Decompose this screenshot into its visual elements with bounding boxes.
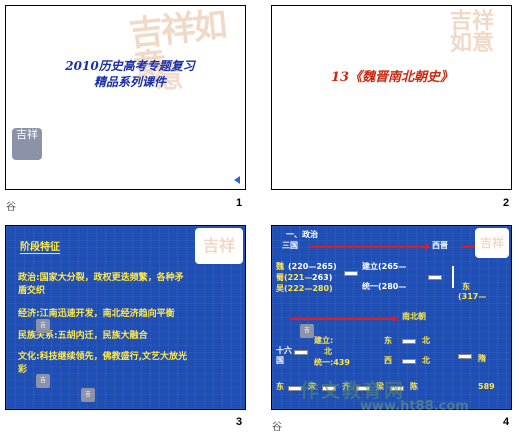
slide-thumbnail-4[interactable]: 一、政治 三国 西晋 吉祥 魏 (220—265) 蜀(221— 263) 吴(… [271,225,512,410]
section-heading: 一、政治 [286,230,318,239]
slide-transition-icon[interactable]: 谷 [6,202,16,213]
text-line: 民族关系:五胡内迁，民族大融合 [18,331,148,341]
label: 三国 [282,241,298,250]
arrow-icon [390,386,404,391]
label: 建立(265— [362,262,407,271]
label: 北 [422,356,430,365]
slide-heading: 阶段特征 [20,238,60,254]
arrow-icon [458,354,472,359]
slide-thumbnail-3[interactable]: 吉祥 阶段特征 政治:国家大分裂，政权更迭频繁，各种矛 盾交织 经济:江南迅速开… [5,225,246,410]
slide-number: 2 [503,197,510,209]
seal-icon: 吉 [36,374,50,388]
text-line: 文化:科技继续领先，佛教盛行,文艺大放光 [18,352,188,362]
label: 梁 [376,382,384,391]
label: 宋 [308,382,316,391]
slide-transition-icon[interactable]: 谷 [272,422,282,433]
label: 建立: [314,336,334,345]
slide-thumbnail-2[interactable]: 吉祥如意 13《魏晋南北朝史》 [271,5,512,190]
arrow-icon [294,350,308,355]
text-line: 政治:国家大分裂，政权更迭频繁，各种矛 [18,273,184,283]
label: 589 [478,382,495,391]
arrow-icon [402,339,416,344]
label: 北 [324,347,332,356]
label: 263) [312,273,333,282]
play-icon[interactable] [234,176,240,184]
decorative-calligraphy: 意 [156,61,185,94]
label: 东 [276,382,284,391]
divider [452,266,454,288]
label: 魏 [276,262,284,271]
arrow-icon [322,386,336,391]
watermark-url: www.ht88.com [360,399,469,414]
label: (317— [458,292,487,301]
slide-thumbnail-1[interactable]: 吉祥如意 意 2010历史高考专题复习 精品系列课件 吉祥 [5,5,246,190]
label: 西 [384,356,392,365]
timeline-arrow [290,315,398,323]
slide-number: 3 [236,416,243,428]
seal-icon: 吉 [36,319,50,333]
seal-icon: 吉 [81,388,95,402]
label: 十六 [276,346,292,355]
slide-title: 2010历史高考专题复习 精品系列课件 [65,59,195,89]
timeline-arrow [310,243,430,251]
label: 东 [384,336,392,345]
text-line: 盾交织 [18,286,46,296]
arrow-icon [288,386,302,391]
label: 南北朝 [402,312,426,321]
label: 北 [422,336,430,345]
label: 吴(222—280) [276,284,333,293]
slide-number: 4 [503,416,510,428]
label: 齐 [342,382,350,391]
seal-icon: 吉 [300,324,314,338]
label: (220—265) [288,262,337,271]
arrow-icon [344,271,358,276]
label: 陈 [410,382,418,391]
label: 隋 [478,354,486,363]
decorative-calligraphy: 吉祥 [475,228,509,258]
label: 蜀(221— [276,273,313,282]
label: 统一(280— [362,282,407,291]
arrow-icon [356,386,370,391]
label: 西晋 [432,241,448,250]
seal-logo: 吉祥 [12,128,42,160]
label: 统一:439 [314,358,350,367]
label: 国 [276,356,284,365]
arrow-icon [402,359,416,364]
decorative-calligraphy: 吉祥 [195,228,243,264]
label: 东 [462,282,470,291]
text-line: 经济:江南迅速开发，南北经济趋向平衡 [18,309,175,319]
slide-title: 13《魏晋南北朝史》 [330,70,454,85]
slide-number: 1 [236,197,243,209]
text-line: 彩 [18,365,28,375]
arrow-icon [428,275,442,280]
watermark: 作文教育网 [300,380,406,402]
decorative-calligraphy: 吉祥如意 [450,8,495,56]
